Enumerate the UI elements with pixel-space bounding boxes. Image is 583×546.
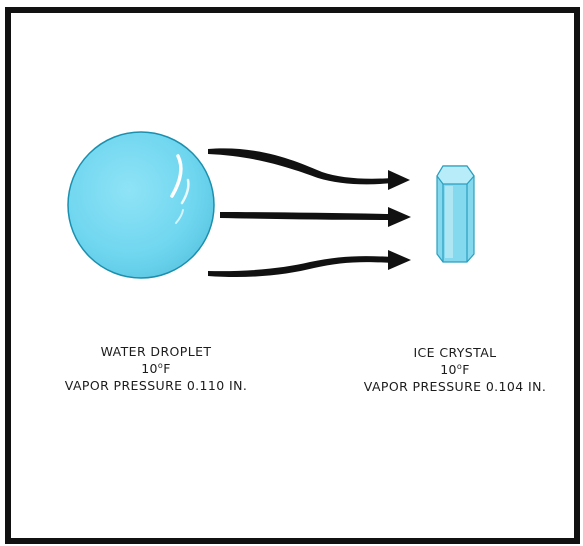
ice-crystal [437, 166, 474, 262]
droplet-temp-unit: F [163, 361, 171, 376]
water-droplet-labels: WATER DROPLET 10oF VAPOR PRESSURE 0.110 … [34, 343, 278, 394]
droplet-temp-value: 10 [141, 361, 158, 376]
crystal-face-highlight [445, 186, 453, 258]
droplet-vapor-pressure: VAPOR PRESSURE 0.110 IN. [34, 377, 278, 394]
water-droplet [68, 132, 214, 278]
droplet-temperature: 10oF [34, 360, 278, 377]
droplet-name: WATER DROPLET [34, 343, 278, 360]
ice-crystal-labels: ICE CRYSTAL 10oF VAPOR PRESSURE 0.104 IN… [342, 344, 568, 395]
crystal-temp-value: 10 [440, 362, 457, 377]
crystal-name: ICE CRYSTAL [342, 344, 568, 361]
crystal-top-face [437, 166, 474, 184]
crystal-temperature: 10oF [342, 361, 568, 378]
crystal-vapor-pressure: VAPOR PRESSURE 0.104 IN. [342, 378, 568, 395]
droplet-sphere [68, 132, 214, 278]
crystal-temp-unit: F [462, 362, 470, 377]
diagram-border [8, 10, 577, 541]
